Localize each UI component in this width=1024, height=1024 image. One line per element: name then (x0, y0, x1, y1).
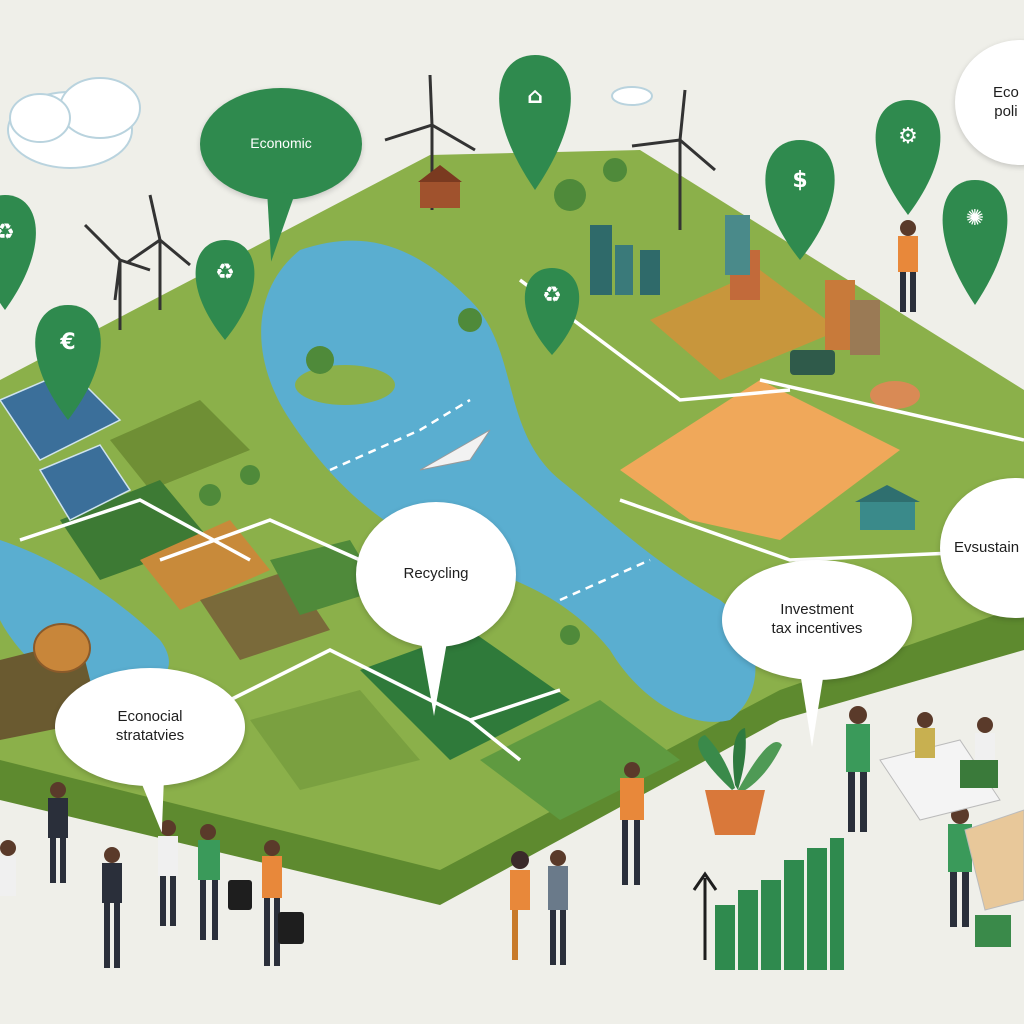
field-rows-7 (480, 700, 680, 820)
potted-plant (698, 728, 782, 835)
bubble-economic-text: Economic (250, 135, 312, 152)
recycle-icon: ♻ (215, 259, 235, 285)
pin-7 (942, 180, 1008, 305)
greenhouse (855, 485, 920, 530)
pin-2 (195, 240, 255, 340)
people-left-group (0, 782, 304, 968)
pin-5 (765, 140, 835, 260)
field-rows-8 (250, 690, 420, 790)
solar-panels-2 (38, 444, 132, 521)
bubble-investment-line2: tax incentives (771, 620, 863, 637)
orange-field (620, 380, 900, 540)
cloud-top-left (7, 77, 141, 169)
bubble-policy-text: Eco poli (993, 84, 1019, 122)
bubble-recycling-tail (420, 636, 448, 716)
farm-barn (418, 165, 462, 208)
roads (19, 278, 1024, 762)
field-rows-3 (140, 520, 270, 610)
pin-1 (35, 305, 101, 420)
growth-arrow (692, 871, 718, 960)
city-buildings (590, 215, 880, 355)
bubble-recycling-text: Recycling (403, 565, 469, 583)
pin-6 (875, 100, 941, 215)
trees (199, 158, 627, 645)
wind-turbine-1 (83, 223, 151, 330)
field-rows-6 (360, 630, 570, 760)
brown-field (650, 270, 840, 380)
farm-machine (790, 350, 835, 375)
pin-3 (499, 55, 571, 190)
bubble-investment-text: Investment tax incentives (772, 601, 863, 639)
bubble-policy-line2: poli (994, 102, 1018, 120)
bubble-economic: Economic (200, 88, 362, 200)
island (295, 365, 395, 405)
euro-icon: € (60, 329, 76, 355)
field-rows-5 (270, 540, 380, 615)
river (261, 240, 756, 722)
pin-4 (524, 268, 580, 355)
cow (870, 381, 920, 409)
bubble-investment-line1: Investment (780, 601, 854, 619)
bubble-strategies: Econocial stratatvies (55, 668, 245, 786)
land-slab-side (0, 600, 1024, 905)
people-right-group (846, 220, 1024, 947)
cloud-small (611, 86, 653, 106)
recycle-icon: ♻ (0, 219, 15, 245)
river-path (329, 398, 651, 602)
growth-bars (715, 838, 844, 970)
bubble-strategies-line1: Econocial (117, 708, 183, 726)
bubble-recycling: Recycling (356, 502, 516, 647)
sun-icon: ✺ (965, 205, 985, 231)
recycle-icon: ♻ (542, 282, 562, 308)
dollar-icon: $ (792, 167, 808, 193)
bag-icon: ⌂ (527, 83, 543, 109)
log-roll (33, 623, 91, 673)
gear-icon: ⚙ (898, 123, 918, 149)
bubble-policy-line1: Eco (993, 83, 1019, 101)
pin-0 (0, 195, 36, 310)
plane (419, 429, 491, 471)
bubble-investment: Investment tax incentives (722, 560, 912, 680)
bubble-strategies-text: Econocial stratatvies (116, 708, 184, 746)
wind-turbine-2 (127, 194, 191, 310)
bubble-investment-tail (800, 672, 824, 747)
people-center-group (510, 762, 644, 965)
wind-turbine-4 (631, 89, 716, 230)
field-rows-1 (110, 400, 250, 490)
bubble-strategies-line2: stratatvies (115, 727, 185, 744)
bubble-sustainability-text: Evsustain (954, 538, 1020, 556)
